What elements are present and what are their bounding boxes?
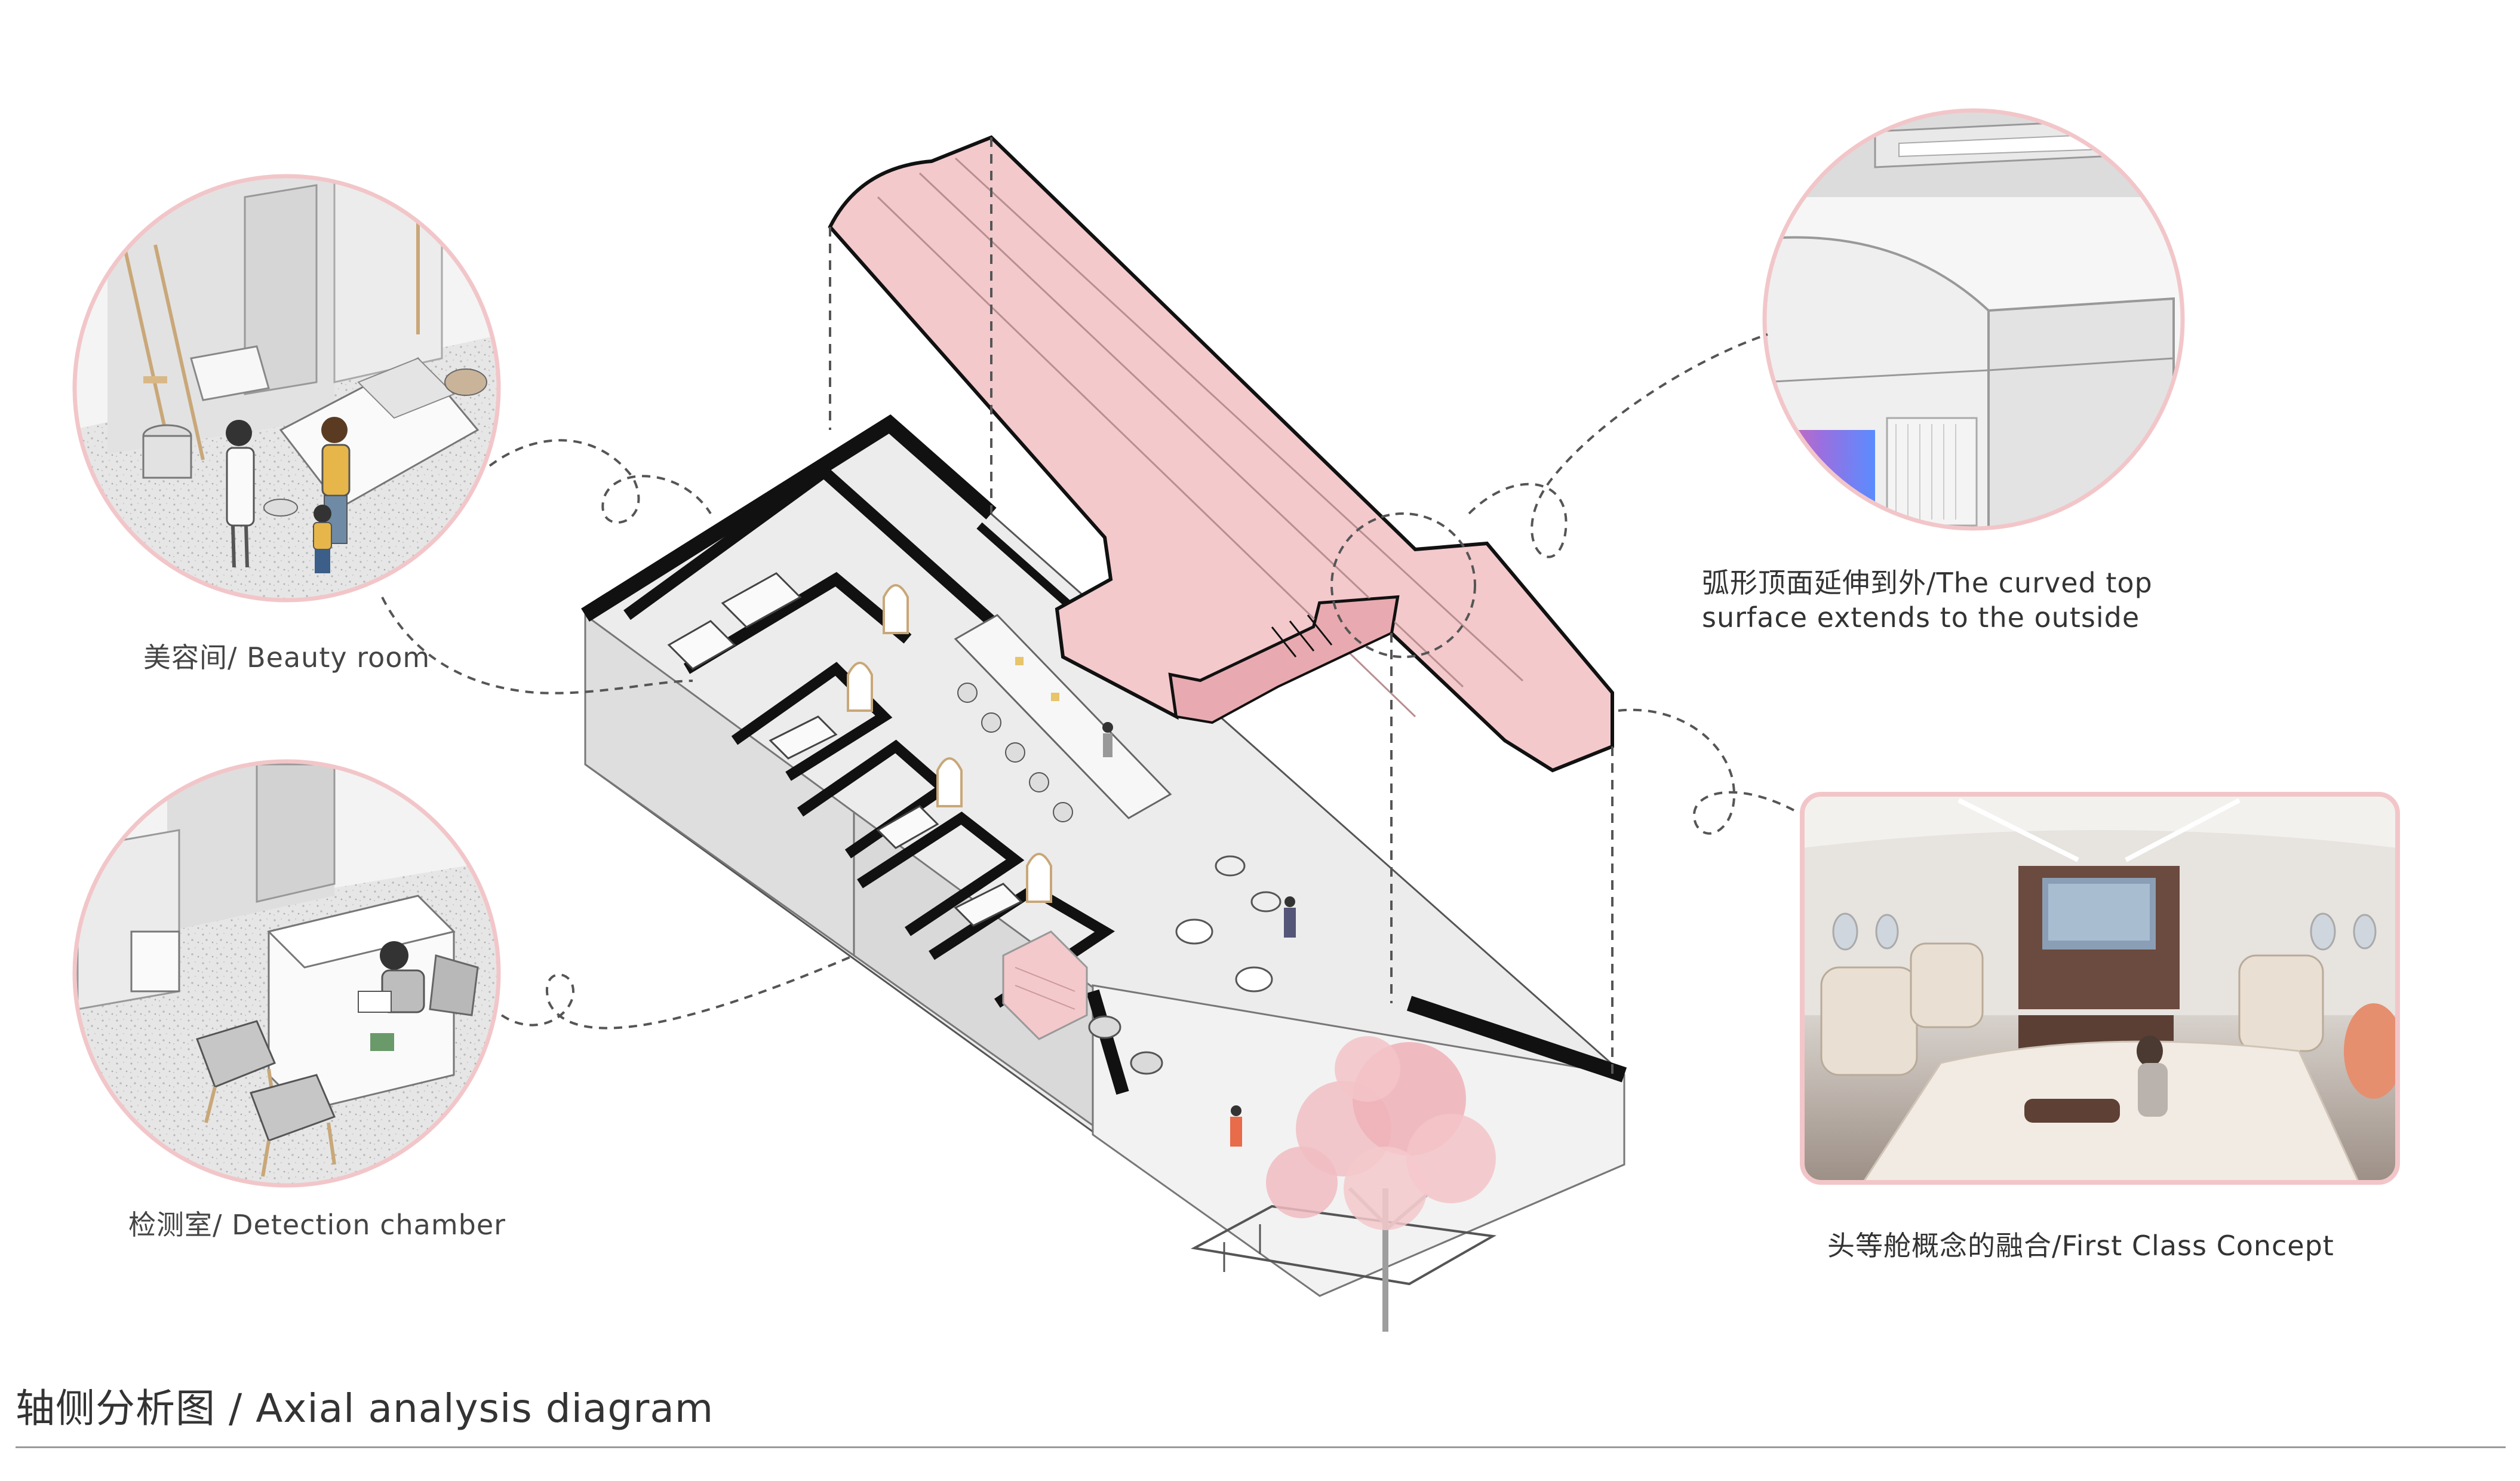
first-class-photo — [1802, 794, 2398, 1182]
first-class-label: 头等舱概念的融合/First Class Concept — [1827, 1230, 2334, 1262]
footer-divider — [16, 1446, 2506, 1448]
curved-top-callout-marker — [1330, 512, 1476, 658]
curved-roof — [828, 135, 1614, 773]
beauty-room-label: 美容间/ Beauty room — [143, 641, 431, 674]
page-title: 轴侧分析图 / Axial analysis diagram — [16, 1385, 714, 1431]
detection-chamber-circle-frame — [72, 759, 501, 1188]
callout-connectors — [381, 333, 1798, 1030]
beauty-room-vignette — [75, 176, 499, 600]
curved-top-label-line1: 弧形顶面延伸到外/The curved top — [1702, 567, 2153, 599]
detection-chamber-label: 检测室/ Detection chamber — [128, 1209, 506, 1241]
curved-top-label-line2: surface extends to the outside — [1702, 601, 2140, 634]
first-class-photo-frame — [1800, 792, 2400, 1185]
detection-chamber-vignette — [75, 761, 499, 1185]
axonometric-building — [581, 414, 1627, 1332]
curved-top-circle-frame — [1762, 108, 2185, 531]
projection-lines — [829, 137, 1614, 1075]
beauty-room-circle-frame — [72, 174, 501, 603]
